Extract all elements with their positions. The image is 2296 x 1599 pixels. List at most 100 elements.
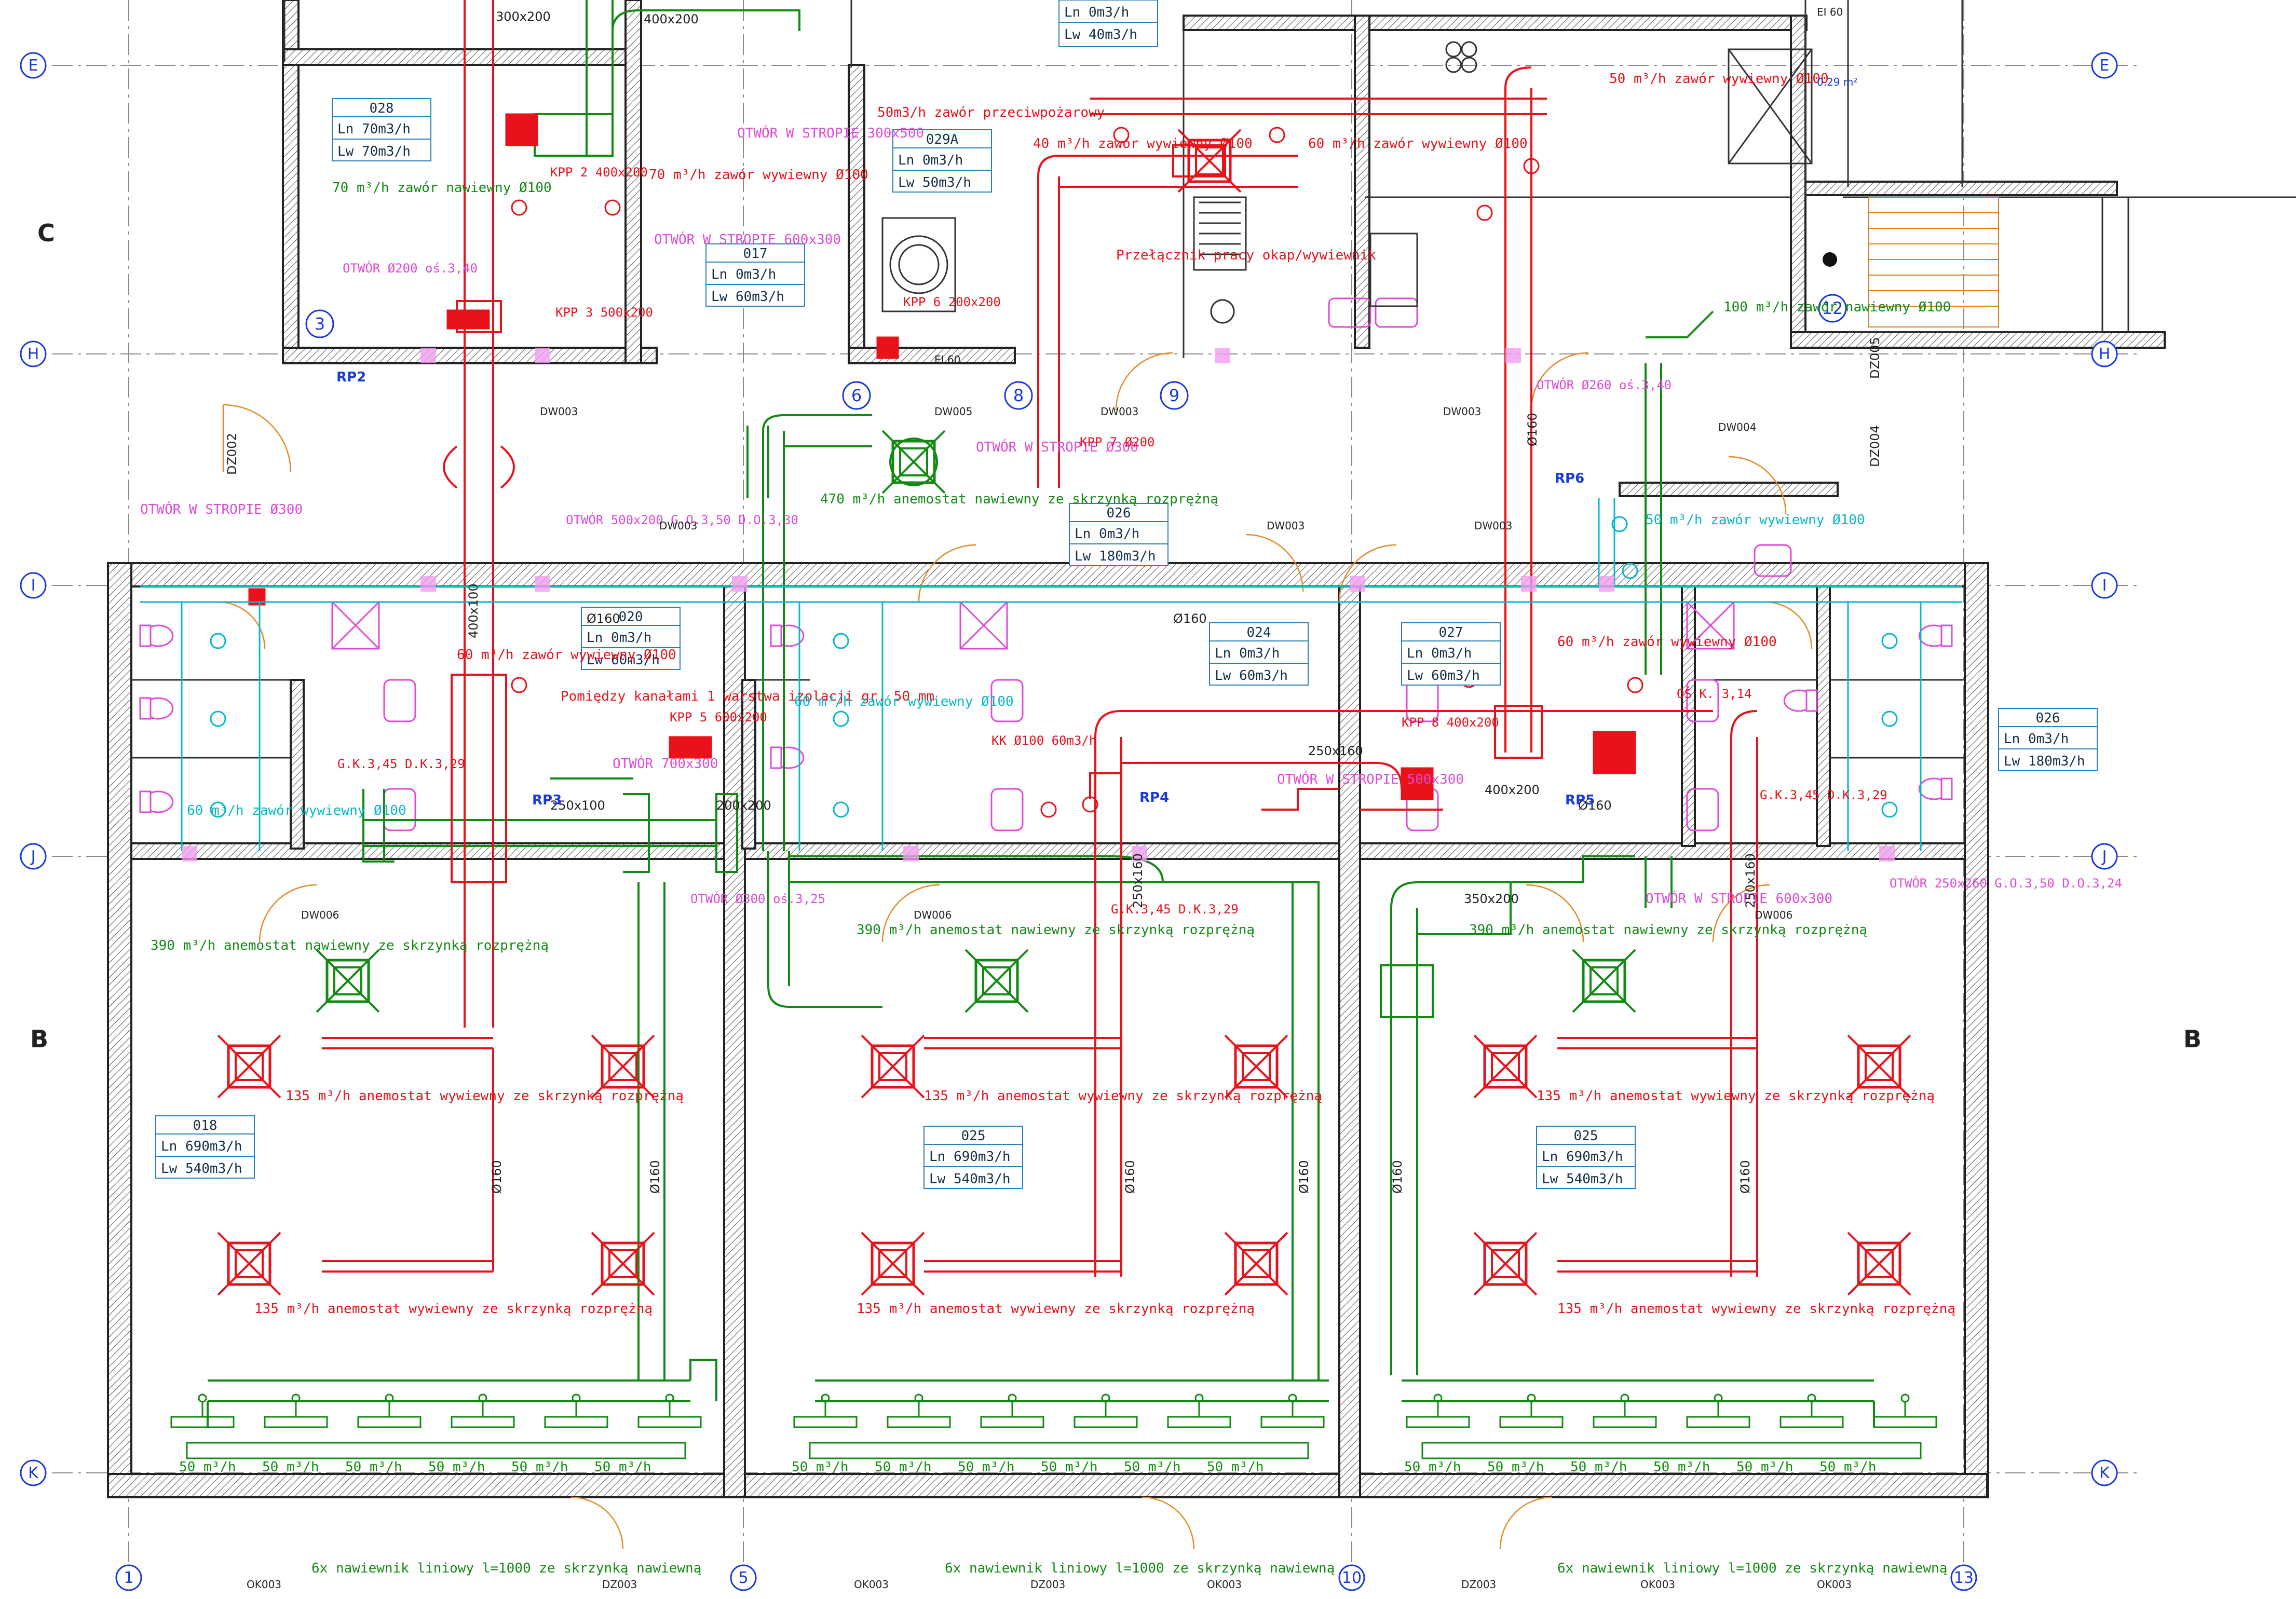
damper-label: KPP 6 200x200 bbox=[903, 295, 1001, 309]
exhaust-flow: Lw 60m3/h bbox=[587, 652, 660, 668]
label-opening-300x500: OTWÓR W STROPIE 300x500 bbox=[737, 125, 924, 141]
exhaust-flow: Lw 180m3/h bbox=[1075, 549, 1156, 564]
slot-plenum bbox=[264, 1393, 328, 1428]
exhaust-flow: Lw 540m3/h bbox=[929, 1171, 1011, 1187]
label-exhaust-135-a: 135 m³/h anemostat wywiewny ze skrzynką … bbox=[286, 1088, 684, 1104]
room-number: 024 bbox=[1247, 625, 1271, 640]
kitchen-equipment bbox=[881, 41, 1477, 324]
exhaust-flow: Lw 60m3/h bbox=[711, 289, 784, 305]
slot-plenum bbox=[980, 1393, 1044, 1428]
supply-flow: Ln 0m3/h bbox=[2004, 731, 2069, 747]
label-linear-diffuser-a: 6x nawiewnik liniowy l=1000 ze skrzynką … bbox=[311, 1561, 701, 1576]
duct-size: Ø160 bbox=[648, 1160, 662, 1194]
supply-flow: Ln 690m3/h bbox=[161, 1139, 242, 1154]
rp-label: RP4 bbox=[1139, 790, 1169, 805]
kk-label: KK Ø100 60m3/h bbox=[991, 733, 1096, 748]
opening-label: OTWÓR 500x200 G.O.3,50 D.O.3,30 bbox=[566, 512, 798, 527]
room-tag-unlabeled: Ln 0m3/hLw 40m3/h bbox=[1058, 0, 1158, 47]
area-label: 0.29 m² bbox=[1817, 76, 1857, 88]
axis-marker-label: I bbox=[31, 577, 36, 595]
room-number: 029A bbox=[926, 132, 959, 147]
axis-marker-label: E bbox=[29, 57, 38, 75]
shaft-circle bbox=[1818, 294, 1847, 323]
axis-marker-K bbox=[2091, 1459, 2118, 1486]
door-code: DW003 bbox=[1443, 405, 1481, 418]
duct-size: Ø160 bbox=[1578, 798, 1612, 813]
axis-marker-label: 10 bbox=[1342, 1569, 1362, 1587]
slot-plenum bbox=[357, 1393, 422, 1428]
rp-label: RP2 bbox=[336, 370, 366, 385]
door-code: DW004 bbox=[1718, 421, 1756, 433]
rp-label: RP3 bbox=[532, 792, 562, 808]
label-wc-valve-b: 60 m³/h zawór wywiewny Ø100 bbox=[187, 803, 406, 818]
door-code: DW003 bbox=[1267, 520, 1305, 532]
flow-label: 50 m³/h bbox=[1653, 1459, 1710, 1475]
building-walls bbox=[107, 0, 2166, 1498]
label-exhaust-valve-50: 50 m³/h zawór wywiewny Ø100 bbox=[1609, 71, 1829, 87]
label-opening-300-center: OTWÓR W STROPIE Ø300 bbox=[976, 439, 1138, 455]
duct-size: Ø160 bbox=[1123, 1160, 1137, 1194]
duct-size: Ø160 bbox=[1390, 1160, 1405, 1194]
fire-rating: EI 60 bbox=[934, 353, 960, 366]
supply-flow: Ln 0m3/h bbox=[587, 630, 651, 646]
axis-marker-label: 1 bbox=[124, 1569, 133, 1587]
section-mark: B bbox=[2183, 1025, 2202, 1053]
section-mark: C bbox=[37, 219, 55, 247]
shaft-number: 6 bbox=[851, 386, 862, 405]
regulator-labels: RP2 RP3 RP4 RP5 RP6 bbox=[336, 370, 1595, 808]
room-number: 028 bbox=[370, 101, 394, 116]
slot-plenum bbox=[170, 1393, 235, 1428]
supply-flow: Ln 690m3/h bbox=[1542, 1149, 1623, 1165]
door-code: DW006 bbox=[914, 909, 952, 921]
flow-label: 50 m³/h bbox=[1207, 1459, 1264, 1475]
door-swings bbox=[218, 352, 1813, 1550]
duct-size: 250x160 bbox=[1743, 853, 1758, 908]
room-number: 026 bbox=[2036, 710, 2060, 726]
level-label: G.K.3,45 D.K.3,29 bbox=[337, 757, 465, 771]
shaft-circle bbox=[305, 309, 334, 338]
door-code: DW003 bbox=[540, 405, 578, 418]
axis-marker-label: J bbox=[30, 848, 36, 866]
toilets bbox=[139, 624, 1953, 813]
flow-label: 50 m³/h bbox=[428, 1459, 485, 1475]
axis-marker-label: K bbox=[2099, 1464, 2110, 1482]
shaft-number: 8 bbox=[1013, 386, 1024, 405]
flow-label: 50 m³/h bbox=[345, 1459, 402, 1475]
flow-label: 50 m³/h bbox=[958, 1459, 1015, 1475]
label-supply-390-a: 390 m³/h anemostat nawiewny ze skrzynką … bbox=[151, 938, 549, 953]
duct-size-labels: 250x160 400x200 350x200 400x200 200x200 … bbox=[337, 9, 2122, 917]
linear-diffusers bbox=[186, 1442, 1922, 1459]
wc-exhaust-ducts bbox=[140, 498, 1962, 851]
room-number: 025 bbox=[961, 1128, 986, 1144]
shaft-circle bbox=[1160, 381, 1189, 410]
supply-flow: Ln 0m3/h bbox=[1075, 526, 1139, 542]
axis-marker-5 bbox=[730, 1564, 757, 1591]
label-linear-diffuser-c: 6x nawiewnik liniowy l=1000 ze skrzynką … bbox=[1557, 1561, 1947, 1576]
axis-marker-I bbox=[20, 572, 47, 599]
door-codes: DW003 DW003 DW003 DW003 DW003 DW003 DW00… bbox=[247, 6, 1857, 1591]
axis-marker-label: H bbox=[28, 345, 39, 363]
axis-marker-K bbox=[20, 1459, 47, 1486]
window-code: OK003 bbox=[1640, 1578, 1675, 1591]
label-exhaust-valve-40: 40 m³/h zawór wywiewny Ø100 bbox=[1033, 136, 1253, 152]
label-opening-600x300-right: OTWÓR W STROPIE 600x300 bbox=[1646, 890, 1832, 907]
slot-plenum bbox=[637, 1393, 702, 1428]
label-supply-390-c: 390 m³/h anemostat nawiewny ze skrzynką … bbox=[1469, 922, 1867, 938]
slot-plenum bbox=[793, 1393, 858, 1428]
flow-label: 50 m³/h bbox=[1819, 1459, 1877, 1475]
axis-marker-label: H bbox=[2099, 345, 2111, 363]
exhaust-flow: Lw 40m3/h bbox=[1064, 27, 1137, 43]
label-fire-valve: 50m3/h zawór przeciwpożarowy bbox=[877, 105, 1105, 120]
axis-marker-label: K bbox=[28, 1464, 39, 1482]
label-exhaust-valve-60-a: 60 m³/h zawór wywiewny Ø100 bbox=[457, 647, 676, 663]
label-linear-diffuser-b: 6x nawiewnik liniowy l=1000 ze skrzynką … bbox=[945, 1561, 1335, 1576]
label-exhaust-valve-60-top: 60 m³/h zawór wywiewny Ø100 bbox=[1308, 136, 1528, 152]
label-supply-valve-028: 70 m³/h zawór nawiewny Ø100 bbox=[332, 180, 552, 196]
axis-marker-label: J bbox=[2101, 848, 2107, 866]
